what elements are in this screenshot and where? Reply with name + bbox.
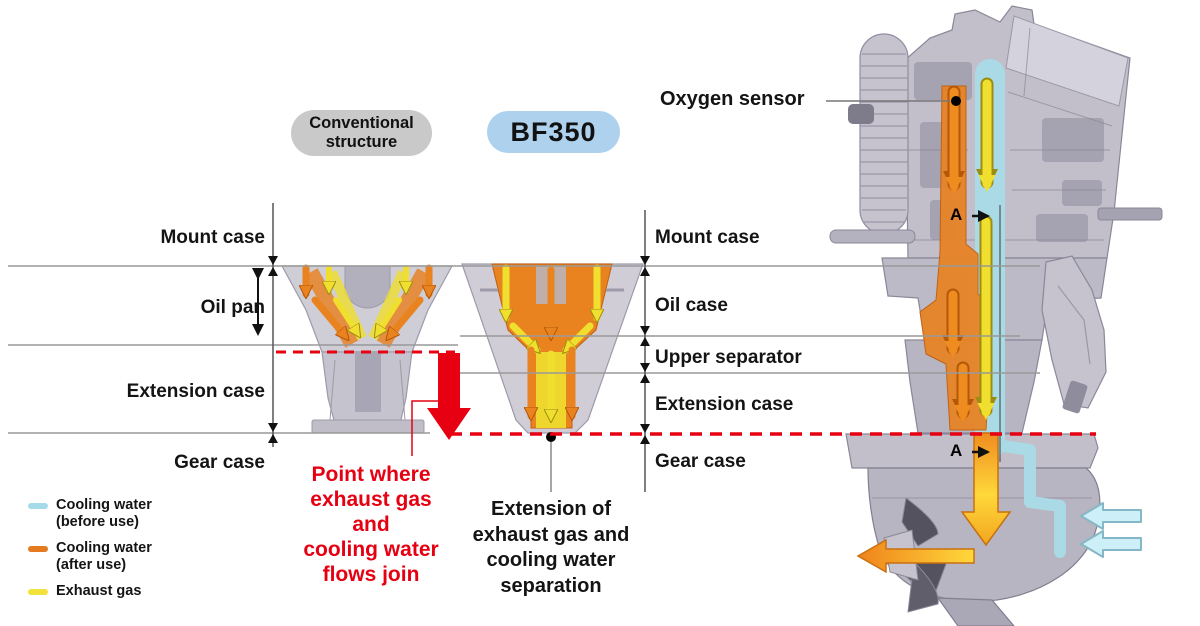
engine-flow-arrows — [942, 77, 998, 422]
legend-item-cooling-before: Cooling water (before use) — [28, 497, 152, 531]
legend-label: Cooling water (before use) — [56, 497, 152, 530]
water-intake-arrows — [1080, 502, 1142, 558]
exhaust-gas-swatch — [28, 589, 48, 595]
join-point-annotation: Point where exhaust gas and cooling wate… — [303, 463, 439, 586]
bf350-upper-separator-label: Upper separator — [655, 347, 802, 368]
conventional-oil-pan-label: Oil pan — [200, 297, 265, 318]
cooling-after-swatch — [28, 546, 48, 552]
bf350-oil-case-label: Oil case — [655, 295, 728, 316]
mixed-flow-out-arrow — [856, 538, 975, 574]
join-note-leader — [411, 400, 447, 456]
conventional-structure-cutaway — [280, 264, 454, 434]
bf350-extension-case-label: Extension case — [655, 394, 794, 415]
engine-cutaway-illustration — [826, 5, 1163, 626]
conventional-gear-case-label: Gear case — [174, 452, 265, 473]
bf350-structure-cutaway — [461, 263, 644, 492]
cooling-before-swatch — [28, 503, 48, 509]
section-marker-a-upper: A — [950, 205, 963, 224]
legend-item-exhaust-gas: Exhaust gas — [28, 583, 152, 600]
bf350-gear-case-label: Gear case — [655, 451, 746, 472]
legend-label: Exhaust gas — [56, 583, 142, 599]
separation-annotation: Extension of exhaust gas and cooling wat… — [472, 498, 630, 597]
conventional-structure-pill: Conventional structure — [291, 110, 432, 156]
reference-lines — [8, 265, 1040, 434]
conventional-extension-case-label: Extension case — [126, 381, 265, 402]
section-marker-a-lower: A — [950, 441, 963, 460]
oxygen-sensor-label: Oxygen sensor — [660, 88, 805, 110]
legend-item-cooling-after: Cooling water (after use) — [28, 540, 152, 574]
bf350-pill: BF350 — [487, 111, 620, 153]
bf350-flow-arrows — [506, 264, 597, 418]
lowered-join-point-arrow — [427, 353, 471, 440]
legend-label: Cooling water (after use) — [56, 540, 152, 573]
cooling-water-after-channel — [919, 85, 991, 431]
bf350-mount-case-label: Mount case — [655, 227, 760, 248]
flow-legend: Cooling water (before use) Cooling water… — [28, 497, 152, 609]
conventional-flow-arrows — [306, 264, 429, 337]
mixed-flow-down-arrow — [960, 432, 1012, 547]
conventional-mount-case-label: Mount case — [160, 227, 265, 248]
oxygen-sensor-dot — [951, 96, 961, 106]
